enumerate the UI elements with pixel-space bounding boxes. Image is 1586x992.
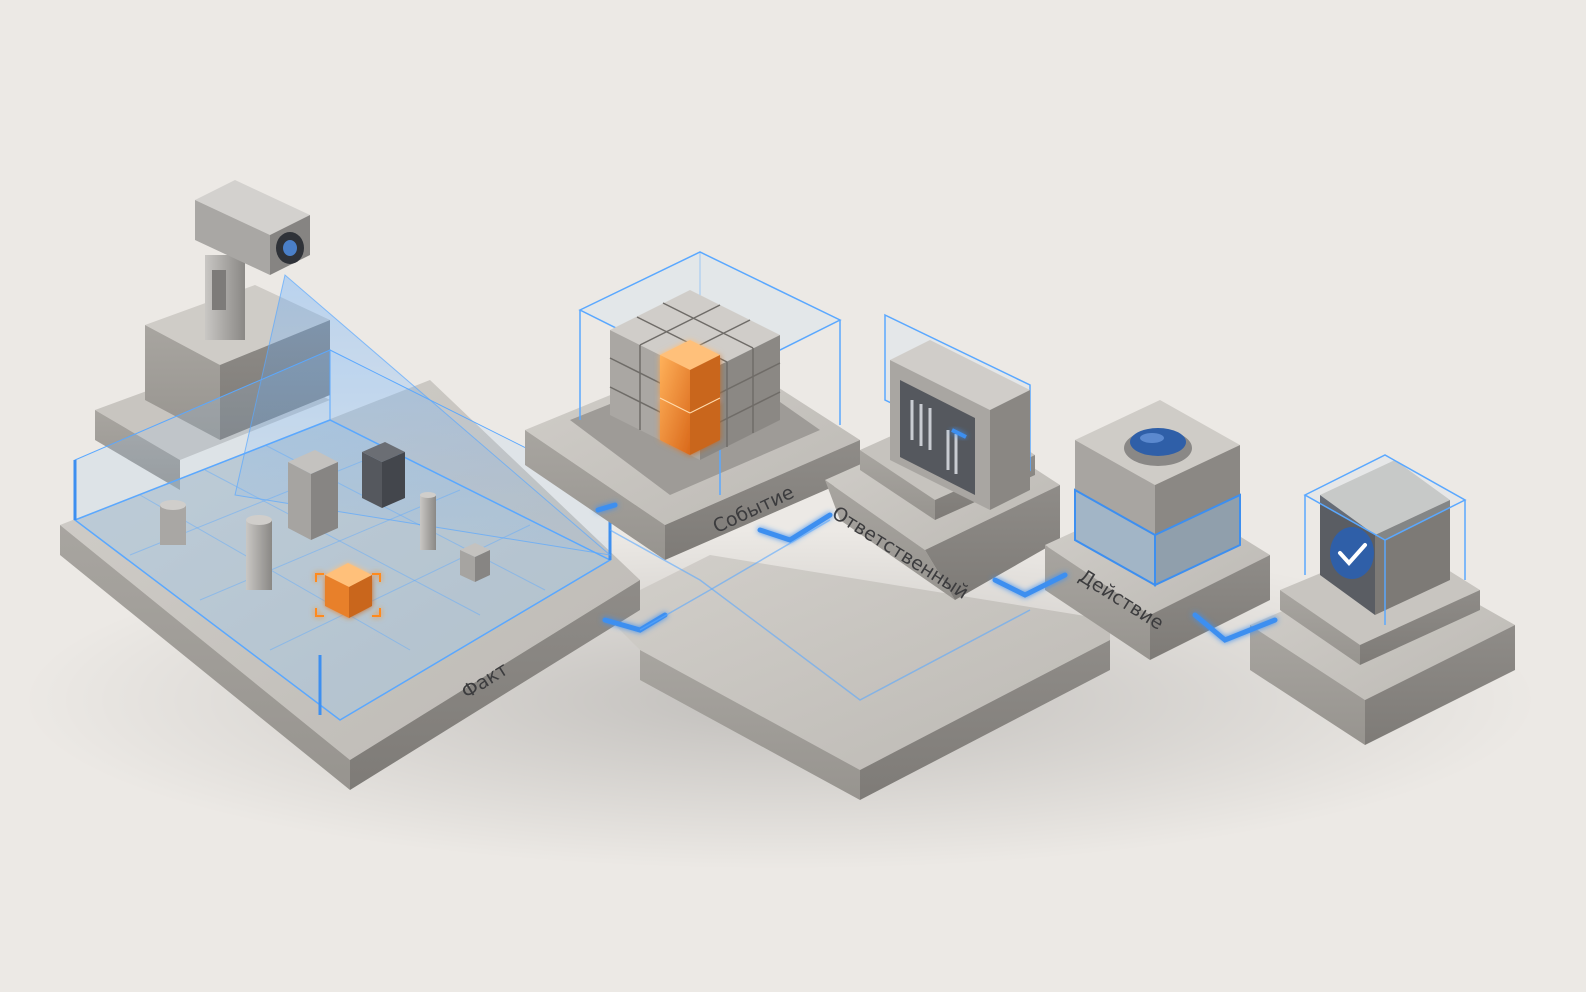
connector-event-responsible <box>757 512 833 543</box>
cube-grid-icon <box>609 290 781 460</box>
checkmark-icon <box>1303 454 1467 625</box>
action-platform: Действие <box>1045 400 1270 660</box>
floor-objects <box>160 442 490 618</box>
surveillance-camera-icon <box>195 180 310 340</box>
connector-action-result <box>1192 612 1278 643</box>
fact-platform: Факт <box>60 180 640 790</box>
connector-fact-up <box>595 502 618 513</box>
highlighted-object-cube-icon <box>315 563 381 618</box>
thin-wires <box>609 519 1031 701</box>
event-platform: Событие <box>525 251 860 560</box>
responsible-platform: Ответственный <box>825 313 1060 604</box>
connector-responsible-action <box>992 572 1068 598</box>
server-cabinet-icon <box>890 340 1030 510</box>
push-button-icon <box>1074 400 1241 587</box>
central-slab <box>600 555 1110 800</box>
result-platform <box>1250 454 1515 745</box>
